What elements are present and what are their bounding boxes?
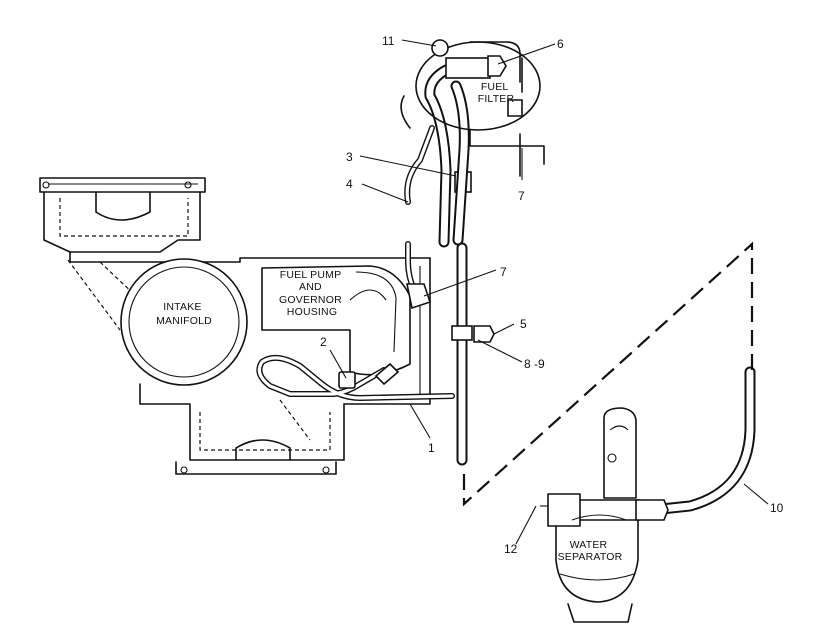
- callout-numbers: 11 6 3 4 7 7 5 8 -9 2 1 10 12: [320, 34, 784, 556]
- callout-5: 5: [520, 317, 527, 331]
- water-separator: WATER SEPARATOR: [540, 407, 641, 623]
- callout-10: 10: [770, 501, 784, 515]
- callout-6: 6: [557, 37, 564, 51]
- callout-12: 12: [504, 542, 518, 556]
- intake-manifold-label: INTAKE MANIFOLD: [156, 301, 212, 327]
- return-hose: [450, 80, 495, 466]
- leader-lines: [329, 39, 769, 545]
- callout-2: 2: [320, 335, 327, 349]
- fuel-filter: FUEL FILTER: [400, 39, 545, 177]
- callout-7-upper: 7: [518, 189, 525, 203]
- callout-1: 1: [428, 441, 435, 455]
- fuel-filter-label: FUEL FILTER: [478, 81, 515, 105]
- fuel-tube-1: [256, 354, 455, 402]
- intake-manifold: INTAKE MANIFOLD: [120, 258, 248, 386]
- routing-line: [462, 241, 754, 507]
- callout-11: 11: [382, 34, 395, 48]
- fuel-hose-10: [635, 366, 756, 521]
- water-separator-label: WATER SEPARATOR: [558, 539, 623, 563]
- callout-7-lower: 7: [500, 265, 507, 279]
- callout-4: 4: [346, 177, 353, 191]
- fuel-pump-label: FUEL PUMP AND GOVERNOR HOUSING: [279, 269, 345, 318]
- callout-3: 3: [346, 150, 353, 164]
- callout-8-9: 8 -9: [524, 357, 545, 371]
